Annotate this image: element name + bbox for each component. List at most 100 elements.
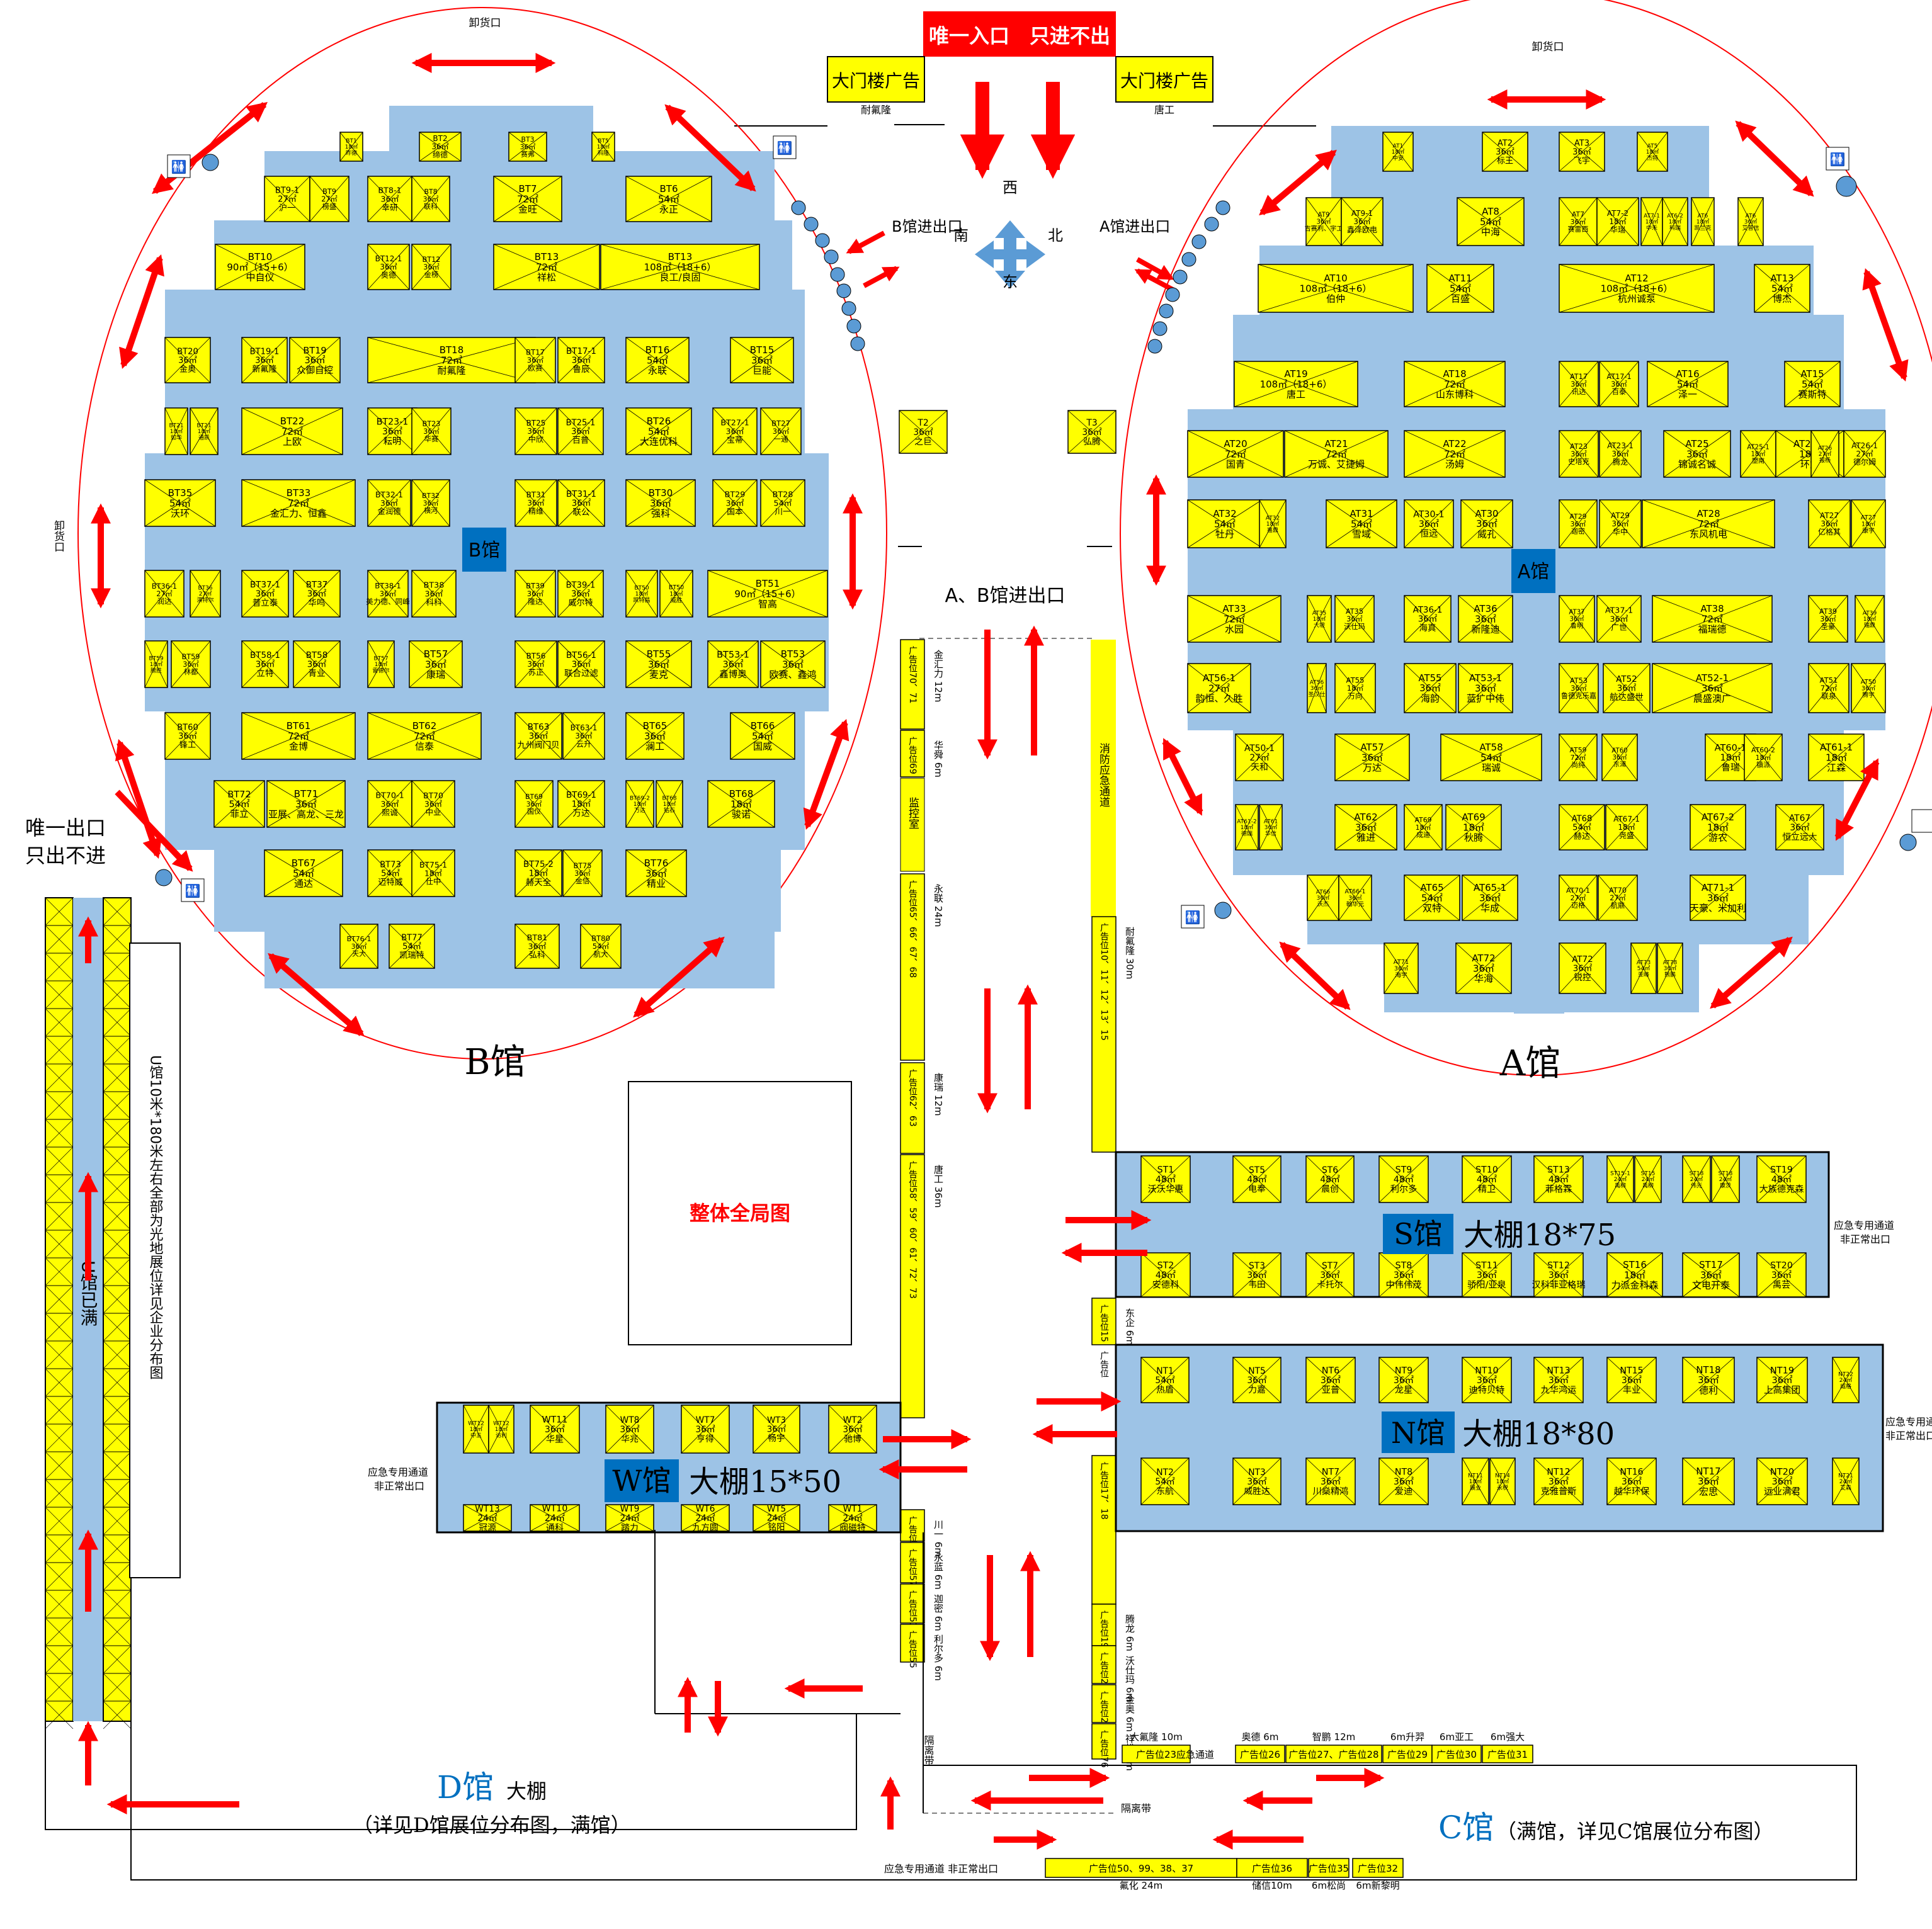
booth-exhibitor: 伟光: [1691, 1182, 1702, 1189]
booth-area: 36㎡: [843, 1425, 863, 1435]
booth-id: AT68: [1572, 814, 1593, 823]
booth-area: 36㎡: [1569, 616, 1584, 623]
ad-slot-id: 广告位32: [1358, 1863, 1398, 1874]
d-hall-label: D馆: [437, 1769, 494, 1806]
booth-area: 18㎡: [1756, 754, 1771, 762]
booth-id: BT17: [526, 348, 545, 357]
booth-id: BT25-1: [566, 418, 596, 427]
booth-exhibitor: 强科: [651, 507, 670, 519]
booth-area: 36㎡: [423, 195, 439, 203]
booth-area: 36㎡: [1548, 1270, 1569, 1281]
booth-id: BT31-1: [566, 490, 596, 499]
ad-slot-id: 广告位58、59、60、61、72、73: [907, 1161, 918, 1299]
booth-exhibitor: 宝蒂: [727, 435, 743, 444]
booth-exhibitor: 东航: [1156, 1486, 1174, 1496]
booth-id: AT18: [1443, 368, 1466, 380]
booth-exhibitor: 大连优科: [640, 436, 678, 447]
c-emergency: 应急通道: [1176, 1749, 1214, 1760]
booth-exhibitor: 联泉: [1821, 692, 1836, 701]
booth-area: 36㎡: [1321, 1477, 1341, 1487]
booth-id: BT21: [196, 422, 211, 429]
booth-exhibitor: 伯仲: [1326, 293, 1345, 304]
booth-area: 54㎡: [648, 426, 669, 437]
booth-exhibitor: 塑南: [1752, 457, 1764, 465]
n-hall-label-box: [1382, 1411, 1455, 1453]
booth-id: AT72: [1472, 953, 1495, 964]
booth-area: 24㎡: [1839, 1377, 1852, 1384]
booth-exhibitor: 川燊精鸿: [1313, 1486, 1349, 1496]
svg-text:东: 东: [1003, 273, 1018, 291]
booth-id: T2: [917, 418, 928, 428]
ad-slot-sponsor: 金奥 6m: [1124, 1695, 1135, 1732]
booth-id: NT19: [1770, 1366, 1794, 1376]
booth-exhibitor: 龙星: [1395, 1385, 1412, 1395]
booth-id: WT8: [620, 1415, 640, 1425]
booth-id: ST17: [1699, 1259, 1723, 1270]
booth-area: 54㎡: [1637, 965, 1650, 972]
w-hall-label: W馆: [612, 1464, 671, 1498]
booth-exhibitor: 万达: [1363, 762, 1382, 773]
booth-id: AT61-1: [1820, 742, 1853, 753]
booth-exhibitor: 万达: [573, 808, 590, 818]
booth-exhibitor: 迈特威: [378, 878, 402, 888]
booth-id: BT35: [168, 487, 193, 499]
booth-area: 36㎡: [183, 660, 199, 669]
ad-slot-sponsor: 腾龙 6m: [1124, 1614, 1135, 1651]
booth-id: AT58: [1479, 742, 1503, 753]
booth-id: AT25-1: [1747, 444, 1769, 451]
w-entry-arrows: [878, 1428, 972, 1480]
booth-id: NT17: [1696, 1466, 1720, 1477]
circulation-arrows: [90, 52, 1909, 1037]
w-hall-booths: WT1218㎡中五WT1218㎡访利WT1136㎡华星WT836㎡华兆WT736…: [463, 1405, 877, 1533]
booth-area: 36㎡: [1820, 615, 1836, 623]
booth-exhibitor: 东风机电: [1690, 528, 1727, 540]
booth-exhibitor: 万达: [634, 806, 645, 814]
booth-area: 36㎡: [1264, 824, 1277, 831]
booth-exhibitor: 金旺: [518, 203, 537, 215]
gate-ad-right: 大门楼广告 唐工: [1115, 56, 1213, 116]
booth-area: 36㎡: [380, 499, 399, 507]
booth-id: NT22: [1838, 1371, 1853, 1377]
booth-id: AT65-1: [1474, 882, 1506, 893]
ad-slot-sponsor: 6m亚工: [1440, 1731, 1474, 1743]
booth-id: AT36: [1474, 603, 1497, 614]
booth-exhibitor: 万诚、艾捷姆: [1308, 458, 1365, 470]
booth-area: 54㎡: [752, 730, 773, 742]
booth-exhibitor: 恒远: [1420, 529, 1438, 539]
booth-area: 36㎡: [1476, 518, 1497, 529]
booth-id: AT27: [1820, 511, 1839, 520]
booth-area: 72㎡: [517, 193, 538, 205]
booth-id: BT69: [525, 793, 543, 801]
booth-exhibitor: 天和: [1251, 762, 1268, 772]
ad-slot-sponsor: 沃仕玛 6m: [1124, 1656, 1135, 1702]
booth-area: 54㎡: [1155, 1477, 1175, 1487]
booth-exhibitor: 信泰: [415, 740, 434, 752]
booth-exhibitor: 迈格: [1571, 901, 1585, 910]
booth-area: 24㎡: [1614, 1176, 1627, 1183]
booth-exhibitor: 史塔克: [1568, 458, 1589, 466]
booth-id: ST11: [1475, 1261, 1498, 1271]
